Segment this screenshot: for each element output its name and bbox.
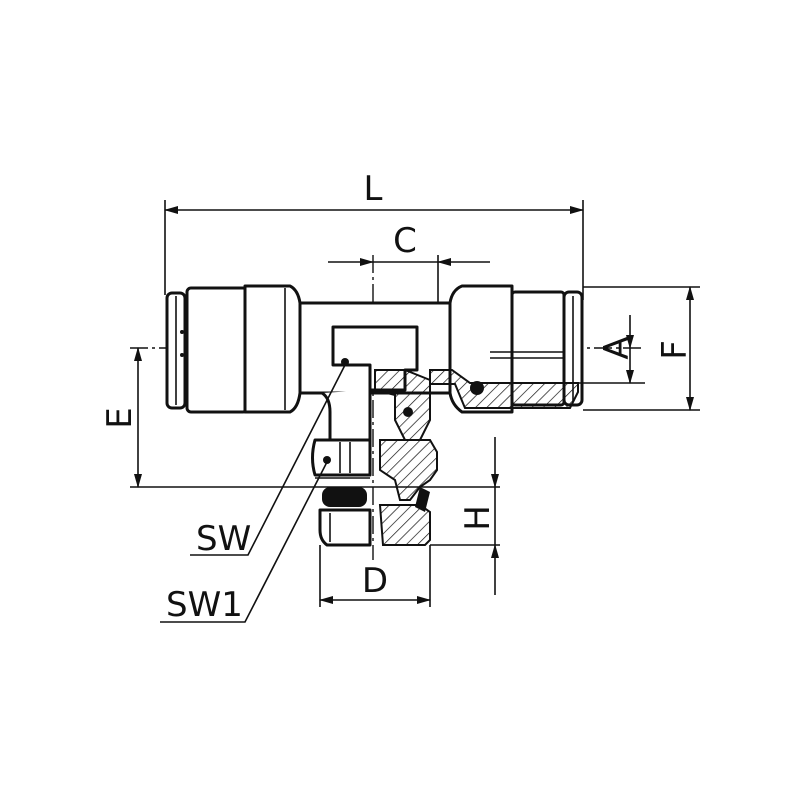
sw1-marker-dot (323, 456, 331, 464)
label-A: A (597, 336, 637, 359)
label-H: H (458, 505, 498, 531)
label-C: C (393, 221, 417, 261)
leader-SW1: SW1 (160, 461, 328, 625)
hex-nut (311, 438, 372, 477)
dimension-L: L (164, 169, 584, 300)
label-F: F (655, 340, 695, 360)
dimension-H: H (430, 437, 500, 595)
label-D: D (362, 561, 388, 601)
thread (318, 508, 372, 547)
dimension-F: F (583, 286, 700, 411)
leader-SW: SW (190, 364, 346, 559)
o-ring (322, 487, 367, 507)
sw-marker-dot (341, 358, 349, 366)
label-L: L (364, 169, 383, 209)
dimension-D: D (319, 545, 431, 607)
dimension-A: A (575, 315, 645, 384)
dimension-C: C (328, 221, 490, 303)
label-E: E (100, 407, 140, 428)
left-connector-body (185, 286, 249, 414)
left-nut (243, 284, 302, 414)
label-SW1: SW1 (166, 585, 243, 625)
label-SW: SW (196, 519, 251, 559)
tee-body (165, 284, 584, 547)
dimension-E: E (100, 347, 500, 488)
